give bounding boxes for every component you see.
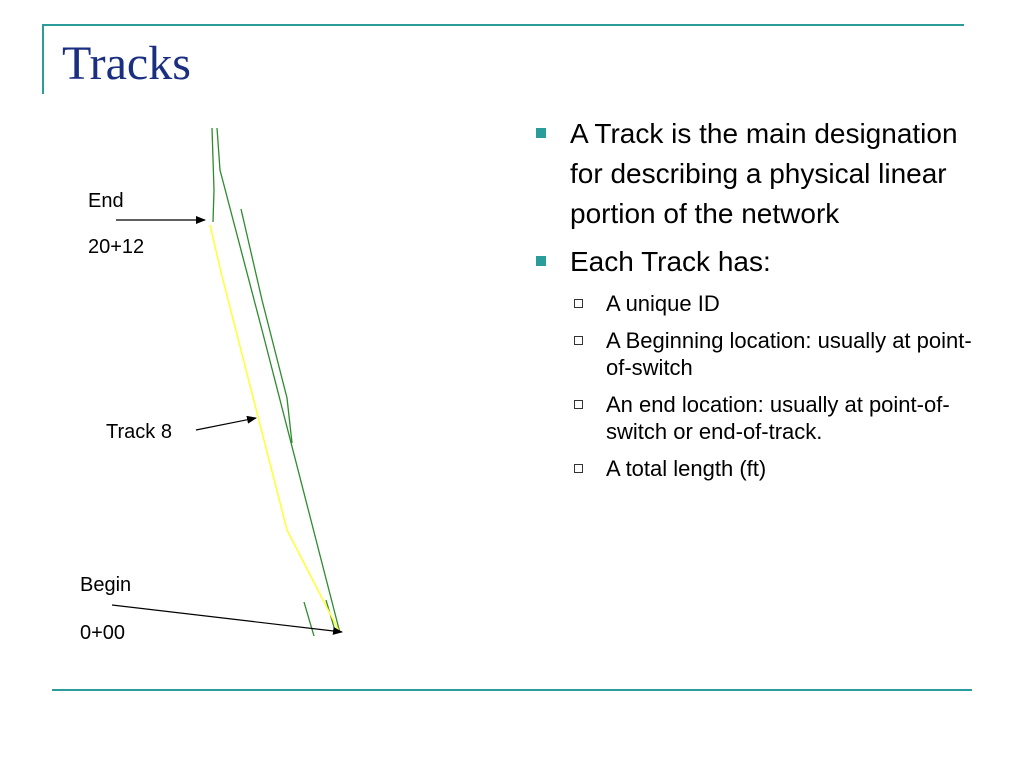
track-label: Track 8 [106,421,172,443]
sub-bullet-item: A Beginning location: usually at point-o… [532,327,972,381]
square-bullet-icon [536,128,546,138]
bullet-list: A Track is the main designation for desc… [532,114,972,492]
hollow-square-bullet-icon [574,400,583,409]
sub-bullet-text: A Beginning location: usually at point-o… [606,328,972,380]
track-8-arrow [195,415,257,431]
track-8-line [209,224,341,634]
green-track-main [216,127,341,634]
top-rule [42,24,964,26]
bullet-item: A Track is the main designation for desc… [532,114,972,234]
hollow-square-bullet-icon [574,299,583,308]
square-bullet-icon [536,256,546,266]
sub-bullet-item: An end location: usually at point-of-swi… [532,391,972,445]
bullet-text: A Track is the main designation for desc… [570,118,958,229]
hollow-square-bullet-icon [574,336,583,345]
bullet-item: Each Track has: [532,242,972,282]
sub-bullet-text: An end location: usually at point-of-swi… [606,392,950,444]
sub-bullet-text: A total length (ft) [606,456,767,481]
begin-value: 0+00 [80,622,126,644]
sub-bullet-item: A total length (ft) [532,455,972,482]
green-track-left [211,127,215,223]
green-track-right [240,208,293,444]
bottom-rule [52,689,972,691]
end-value: 20+12 [88,236,145,258]
slide-title: Tracks [62,37,191,90]
sub-bullet-text: A unique ID [606,291,720,316]
end-label: End [88,190,124,212]
bullet-text: Each Track has: [570,246,771,277]
left-rule [42,24,44,94]
green-track-stub-a [303,601,315,637]
sub-bullet-item: A unique ID [532,290,972,317]
begin-label: Begin [80,574,132,596]
begin-arrow [111,604,343,635]
hollow-square-bullet-icon [574,464,583,473]
